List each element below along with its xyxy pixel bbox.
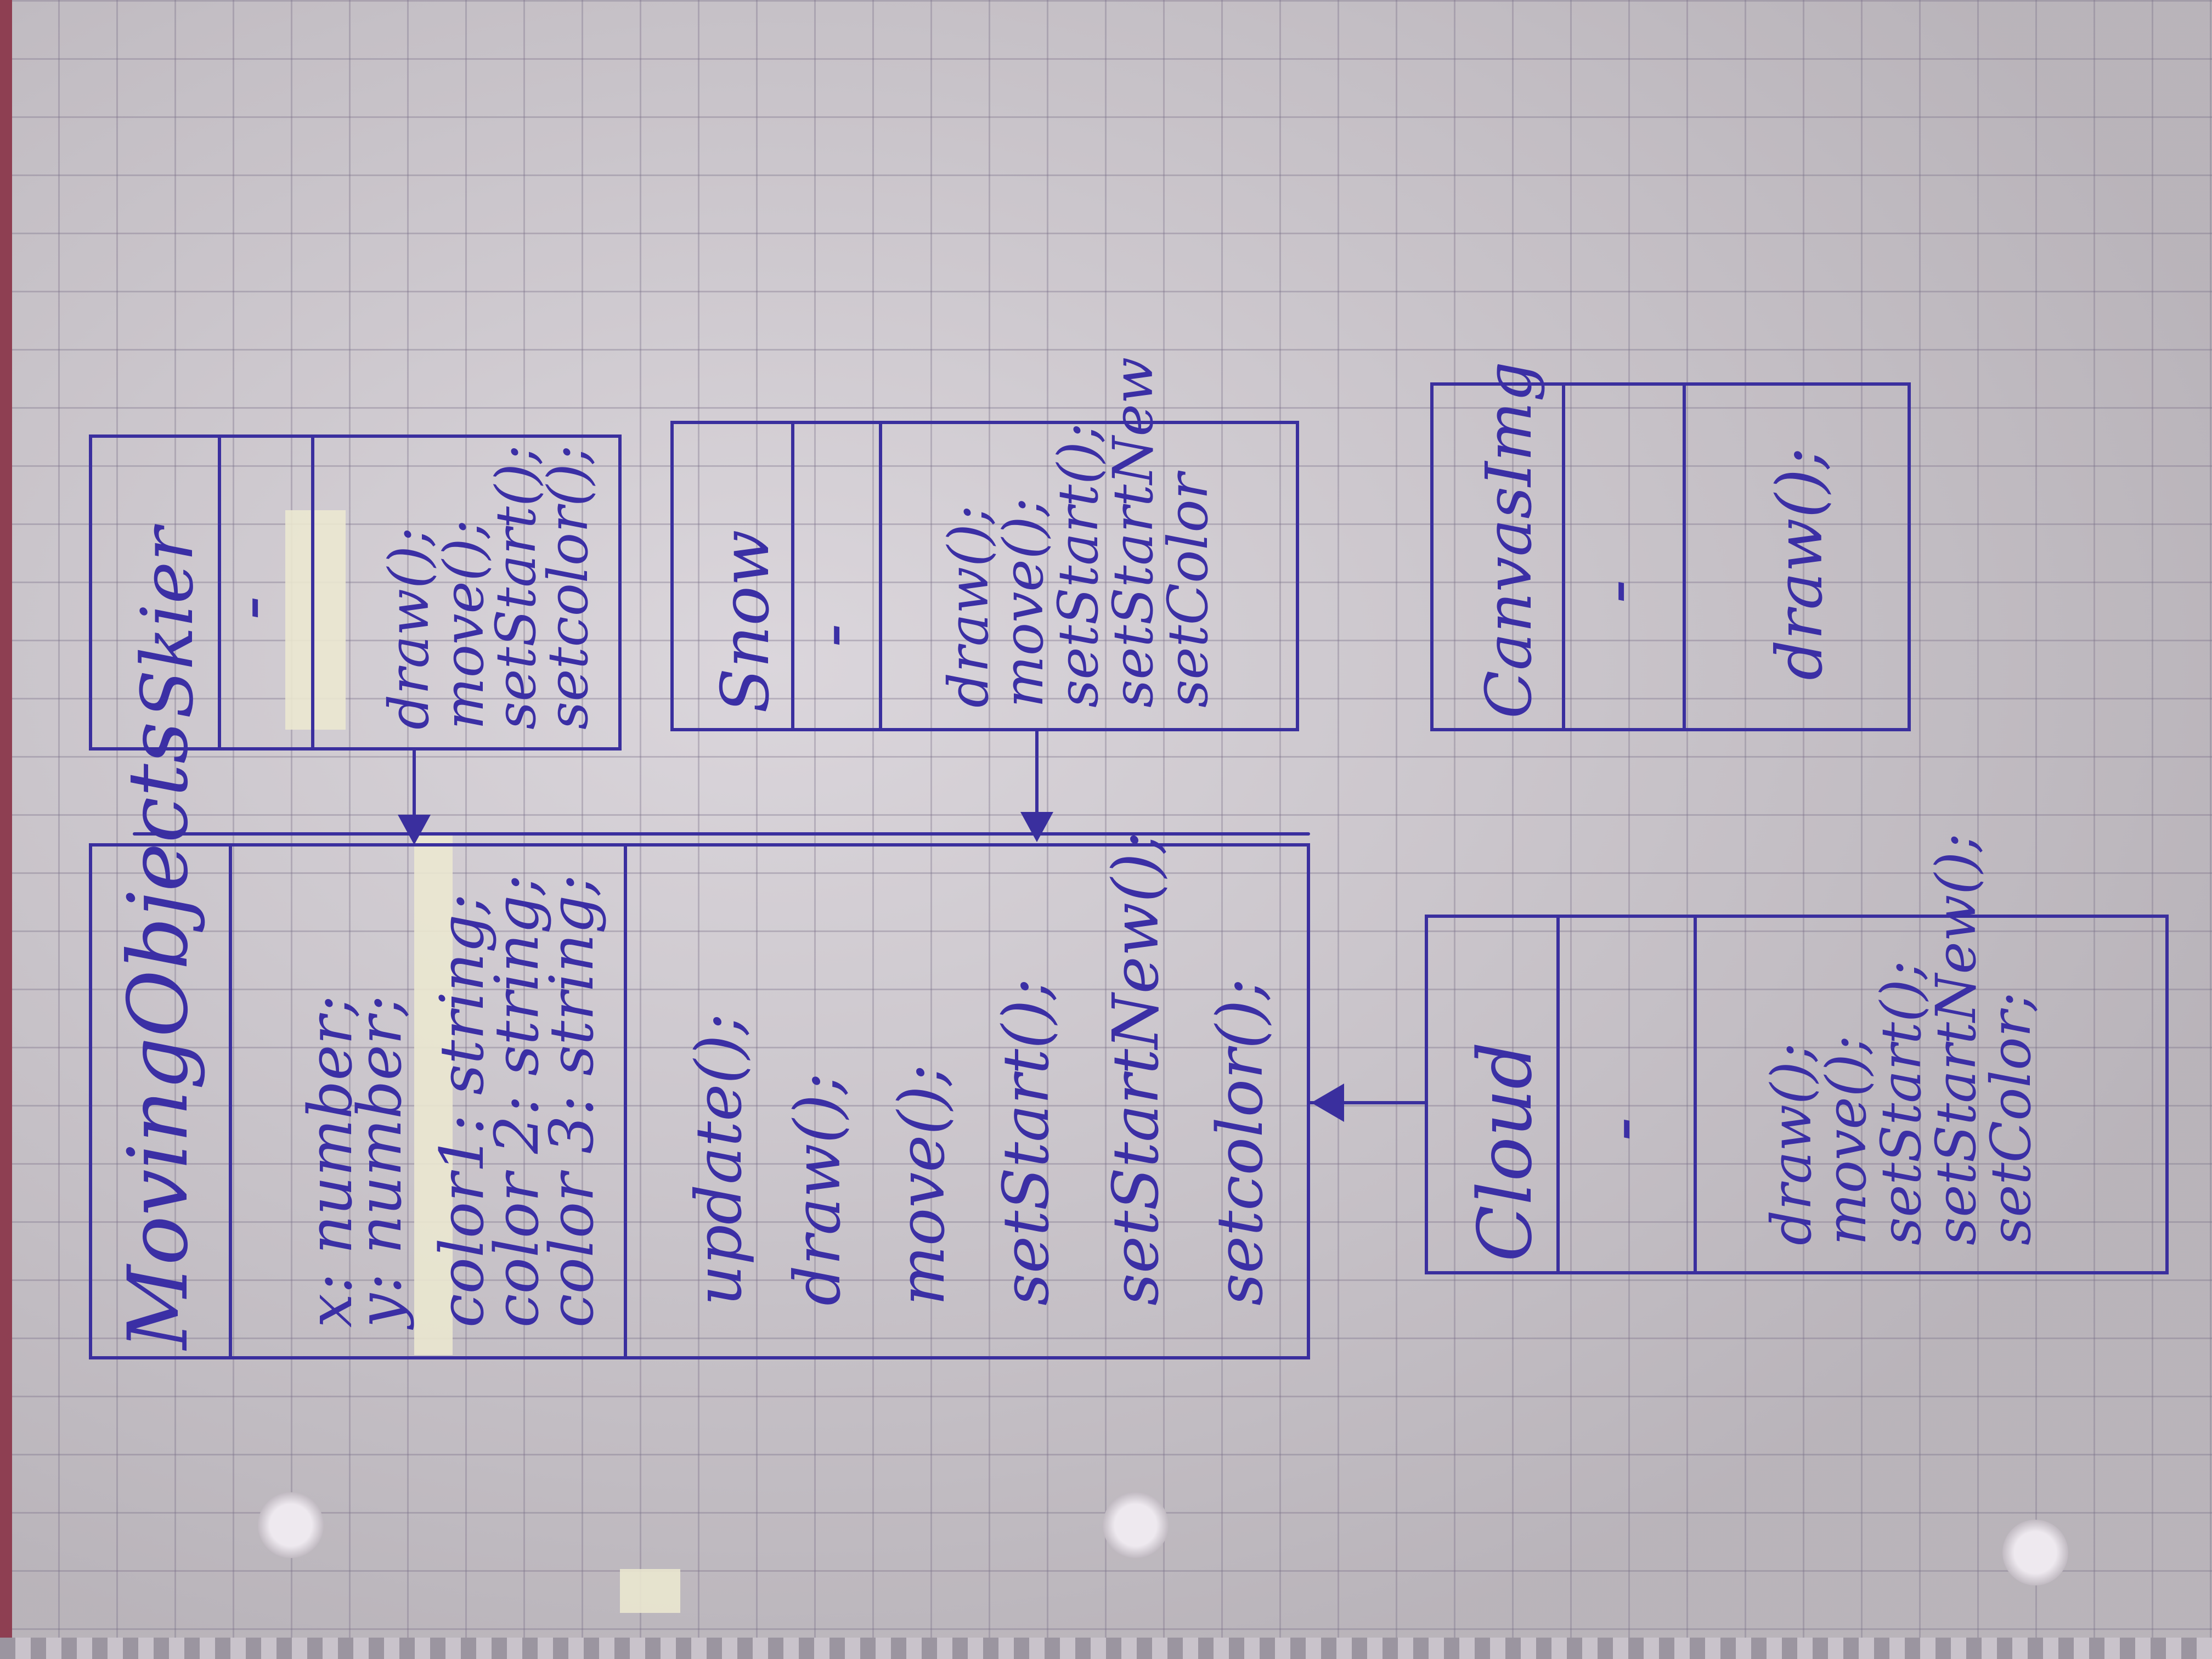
skier-method: setStart(); [484, 445, 548, 730]
class-box-cloud: Cloud - draw(); move(); setStart(); setS… [1425, 833, 2169, 1274]
cloud-method: setColor; [1979, 992, 2043, 1245]
snow-method: setColor [1156, 470, 1220, 708]
paper-edge [0, 1638, 2212, 1659]
snow-method: setStartNew [1101, 357, 1165, 708]
correction-tape [414, 834, 453, 1355]
snow-arrowhead [1020, 812, 1053, 842]
cloud-arrowhead [1311, 1084, 1344, 1122]
movingobjects-method: setStart(); [990, 978, 1063, 1306]
cloud-method: setStartNew(); [1924, 833, 1988, 1245]
movingobjects-method: draw(); [781, 1073, 855, 1306]
movingobjects-attribute: x: number; [295, 996, 365, 1328]
skier-name: Skier [126, 524, 209, 719]
cloud-attribute: - [1579, 1117, 1663, 1141]
snow-attribute: - [789, 623, 873, 647]
skier-method: setcolor(); [536, 445, 600, 730]
movingobjects-method: update(); [682, 1013, 756, 1306]
cloud-method: draw(); [1759, 1043, 1824, 1245]
skier-method: move(); [432, 520, 496, 730]
skier-attribute: - [208, 596, 291, 620]
snow-method: move(); [991, 498, 1056, 708]
movingobjects-name: MovingObjects [111, 721, 206, 1351]
punch-hole [2002, 1520, 2068, 1585]
movingobjects-method: move(); [885, 1064, 959, 1306]
class-box-canvasimg: CanvasImg - draw(); [1430, 362, 1911, 731]
canvasimg-method: draw(); [1763, 448, 1837, 680]
cloud-method: move(); [1814, 1036, 1878, 1245]
movingobjects-attribute: color1: string; [427, 894, 497, 1328]
inheritance-connectors [133, 728, 1428, 1122]
movingobjects-attribute: color 2: string; [482, 874, 552, 1328]
class-box-snow: Snow - draw(); move(); setStart(); setSt… [670, 357, 1299, 731]
movingobjects-attribute: y: number; [345, 996, 415, 1330]
snow-method: draw(); [936, 505, 1001, 708]
cloud-method: setStart(); [1869, 961, 1933, 1245]
snow-method: setStart(); [1046, 423, 1110, 708]
punch-hole [258, 1492, 324, 1558]
skier-method: draw(); [377, 527, 441, 730]
class-box-skier: Skier - draw(); move(); setStart(); setc… [89, 435, 622, 751]
class-box-movingobjects: MovingObjects x: number; y: number; colo… [89, 721, 1310, 1359]
movingobjects-method: setStartNew(); [1099, 832, 1173, 1306]
binder-edge [0, 0, 12, 1659]
movingobjects-attribute: color 3: string; [537, 874, 607, 1328]
movingobjects-method: setcolor(); [1204, 979, 1277, 1306]
canvasimg-attribute: - [1574, 579, 1657, 603]
cloud-name: Cloud [1462, 1042, 1548, 1262]
correction-tape [620, 1569, 680, 1613]
snow-name: Snow [708, 530, 784, 713]
skier-arrowhead [398, 815, 431, 845]
punch-hole [1103, 1492, 1169, 1558]
correction-tape [285, 510, 346, 730]
canvasimg-name: CanvasImg [1472, 362, 1546, 719]
